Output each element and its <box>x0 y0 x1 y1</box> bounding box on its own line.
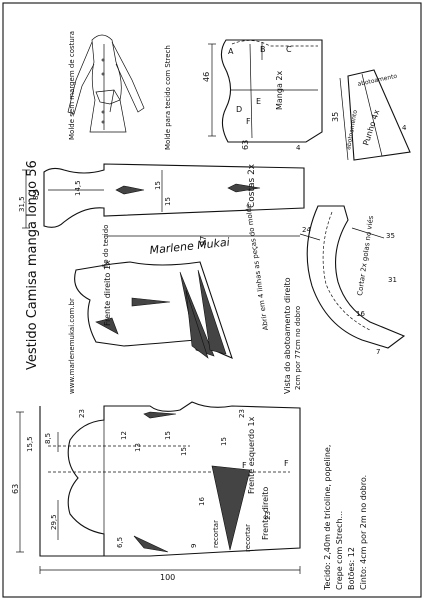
collar-dim-24: 24 <box>302 226 311 234</box>
front-main-dim-85: 8,5 <box>44 433 52 444</box>
back-dim-97: 97 <box>199 236 208 246</box>
collar-dim-16: 16 <box>356 310 365 318</box>
sleeve-dim-4: 4 <box>296 144 301 152</box>
collar-label: Cortar 2x golas no viés <box>356 215 375 297</box>
front-main-label-left: Frente esquerdo 1x <box>247 416 256 494</box>
front-main-dim-15b: 15 <box>180 447 188 456</box>
site-url: www.marlenemukai.com.br <box>68 298 76 394</box>
front-top-fold: fio do tecido <box>102 225 110 268</box>
pattern-title: Vestido Camisa manga longo 56 <box>25 160 40 370</box>
sleeve-letter-b: B <box>260 45 266 54</box>
front-main-letter-f2: F <box>284 459 289 468</box>
cuff-mark-bottom: abotoamento <box>345 109 359 150</box>
sleeve-letter-d: D <box>236 105 242 114</box>
collar-dim-35: 35 <box>386 232 395 240</box>
placket-note: 2cm por 77cm no dobro <box>294 306 302 390</box>
front-main-recortar-2: recortar <box>244 524 252 552</box>
front-main-dim-12: 12 <box>120 431 128 440</box>
sleeve-letter-f: F <box>246 117 251 126</box>
back-dim-315: 31,5 <box>18 196 26 212</box>
collar-dim-7: 7 <box>376 348 380 356</box>
sleeve-label: Manga 2x <box>275 71 284 110</box>
front-main-dim-23c: 23 <box>264 511 272 520</box>
materials-line-2: Crepe com Strech... <box>335 511 344 590</box>
back-piece <box>22 163 305 237</box>
front-main-dim-155: 15,5 <box>26 436 34 452</box>
front-top-facing-note: Abrir em 4 linhas as peças do molde <box>244 203 270 331</box>
front-top-label: Frente direito 1x <box>103 260 112 326</box>
signature-stamp: Marlene Mukai <box>149 236 230 257</box>
front-main-recortar-1: recortar <box>212 520 220 548</box>
sleeve-dim-46: 46 <box>202 72 211 82</box>
front-main-letter-f1: F <box>242 461 247 470</box>
collar-piece <box>299 205 406 349</box>
front-main-piece <box>16 401 301 574</box>
back-dim-145: 14,5 <box>74 180 82 196</box>
cuff-dim-4: 4 <box>402 124 407 132</box>
preview-fabric-note: Molde para tecido com Strech <box>164 45 172 150</box>
front-top-piece <box>74 261 233 359</box>
sleeve-letter-e: E <box>256 97 261 106</box>
materials-line-1: Tecido: 2,40m de tricoline, popeline, <box>323 445 332 591</box>
sleeve-piece <box>208 39 323 143</box>
cuff-mark-top: abotoamento <box>357 73 398 88</box>
front-main-dim-23a: 23 <box>78 409 86 418</box>
front-main-dim-16: 16 <box>198 497 206 506</box>
front-main-dim-295: 29,5 <box>50 514 58 530</box>
front-main-dim-9: 9 <box>190 544 198 548</box>
front-main-dim-13: 13 <box>134 443 142 452</box>
back-dim-15b: 15 <box>164 197 172 206</box>
materials-line-3: Botões: 12 <box>347 547 356 590</box>
dress-preview <box>67 34 145 133</box>
front-main-dim-63: 63 <box>11 484 20 494</box>
back-dim-85: 8,5 <box>32 189 40 200</box>
front-main-dim-15c: 15 <box>220 437 228 446</box>
front-main-dim-100: 100 <box>160 573 175 582</box>
cuff-dim-35: 35 <box>331 112 340 122</box>
materials-line-4: Cinto: 4cm por 2m no dobro. <box>359 475 368 590</box>
back-dim-15a: 15 <box>154 181 162 190</box>
front-main-dim-15a: 15 <box>164 431 172 440</box>
collar-dim-31: 31 <box>388 276 397 284</box>
back-label: Costas 2x <box>247 163 257 208</box>
preview-caption: Molde sem margem de costura <box>68 31 76 140</box>
sleeve-letter-c: C <box>286 45 292 54</box>
sleeve-letter-a: A <box>228 47 234 56</box>
front-main-dim-23b: 23 <box>238 409 246 418</box>
placket-label: Vista do abotoamento direito <box>283 277 292 394</box>
front-main-label-right: Frente direito <box>261 487 270 540</box>
sleeve-dim-63: 63 <box>241 140 250 150</box>
cuff-piece <box>339 69 411 161</box>
front-main-dim-65: 6,5 <box>116 537 124 548</box>
